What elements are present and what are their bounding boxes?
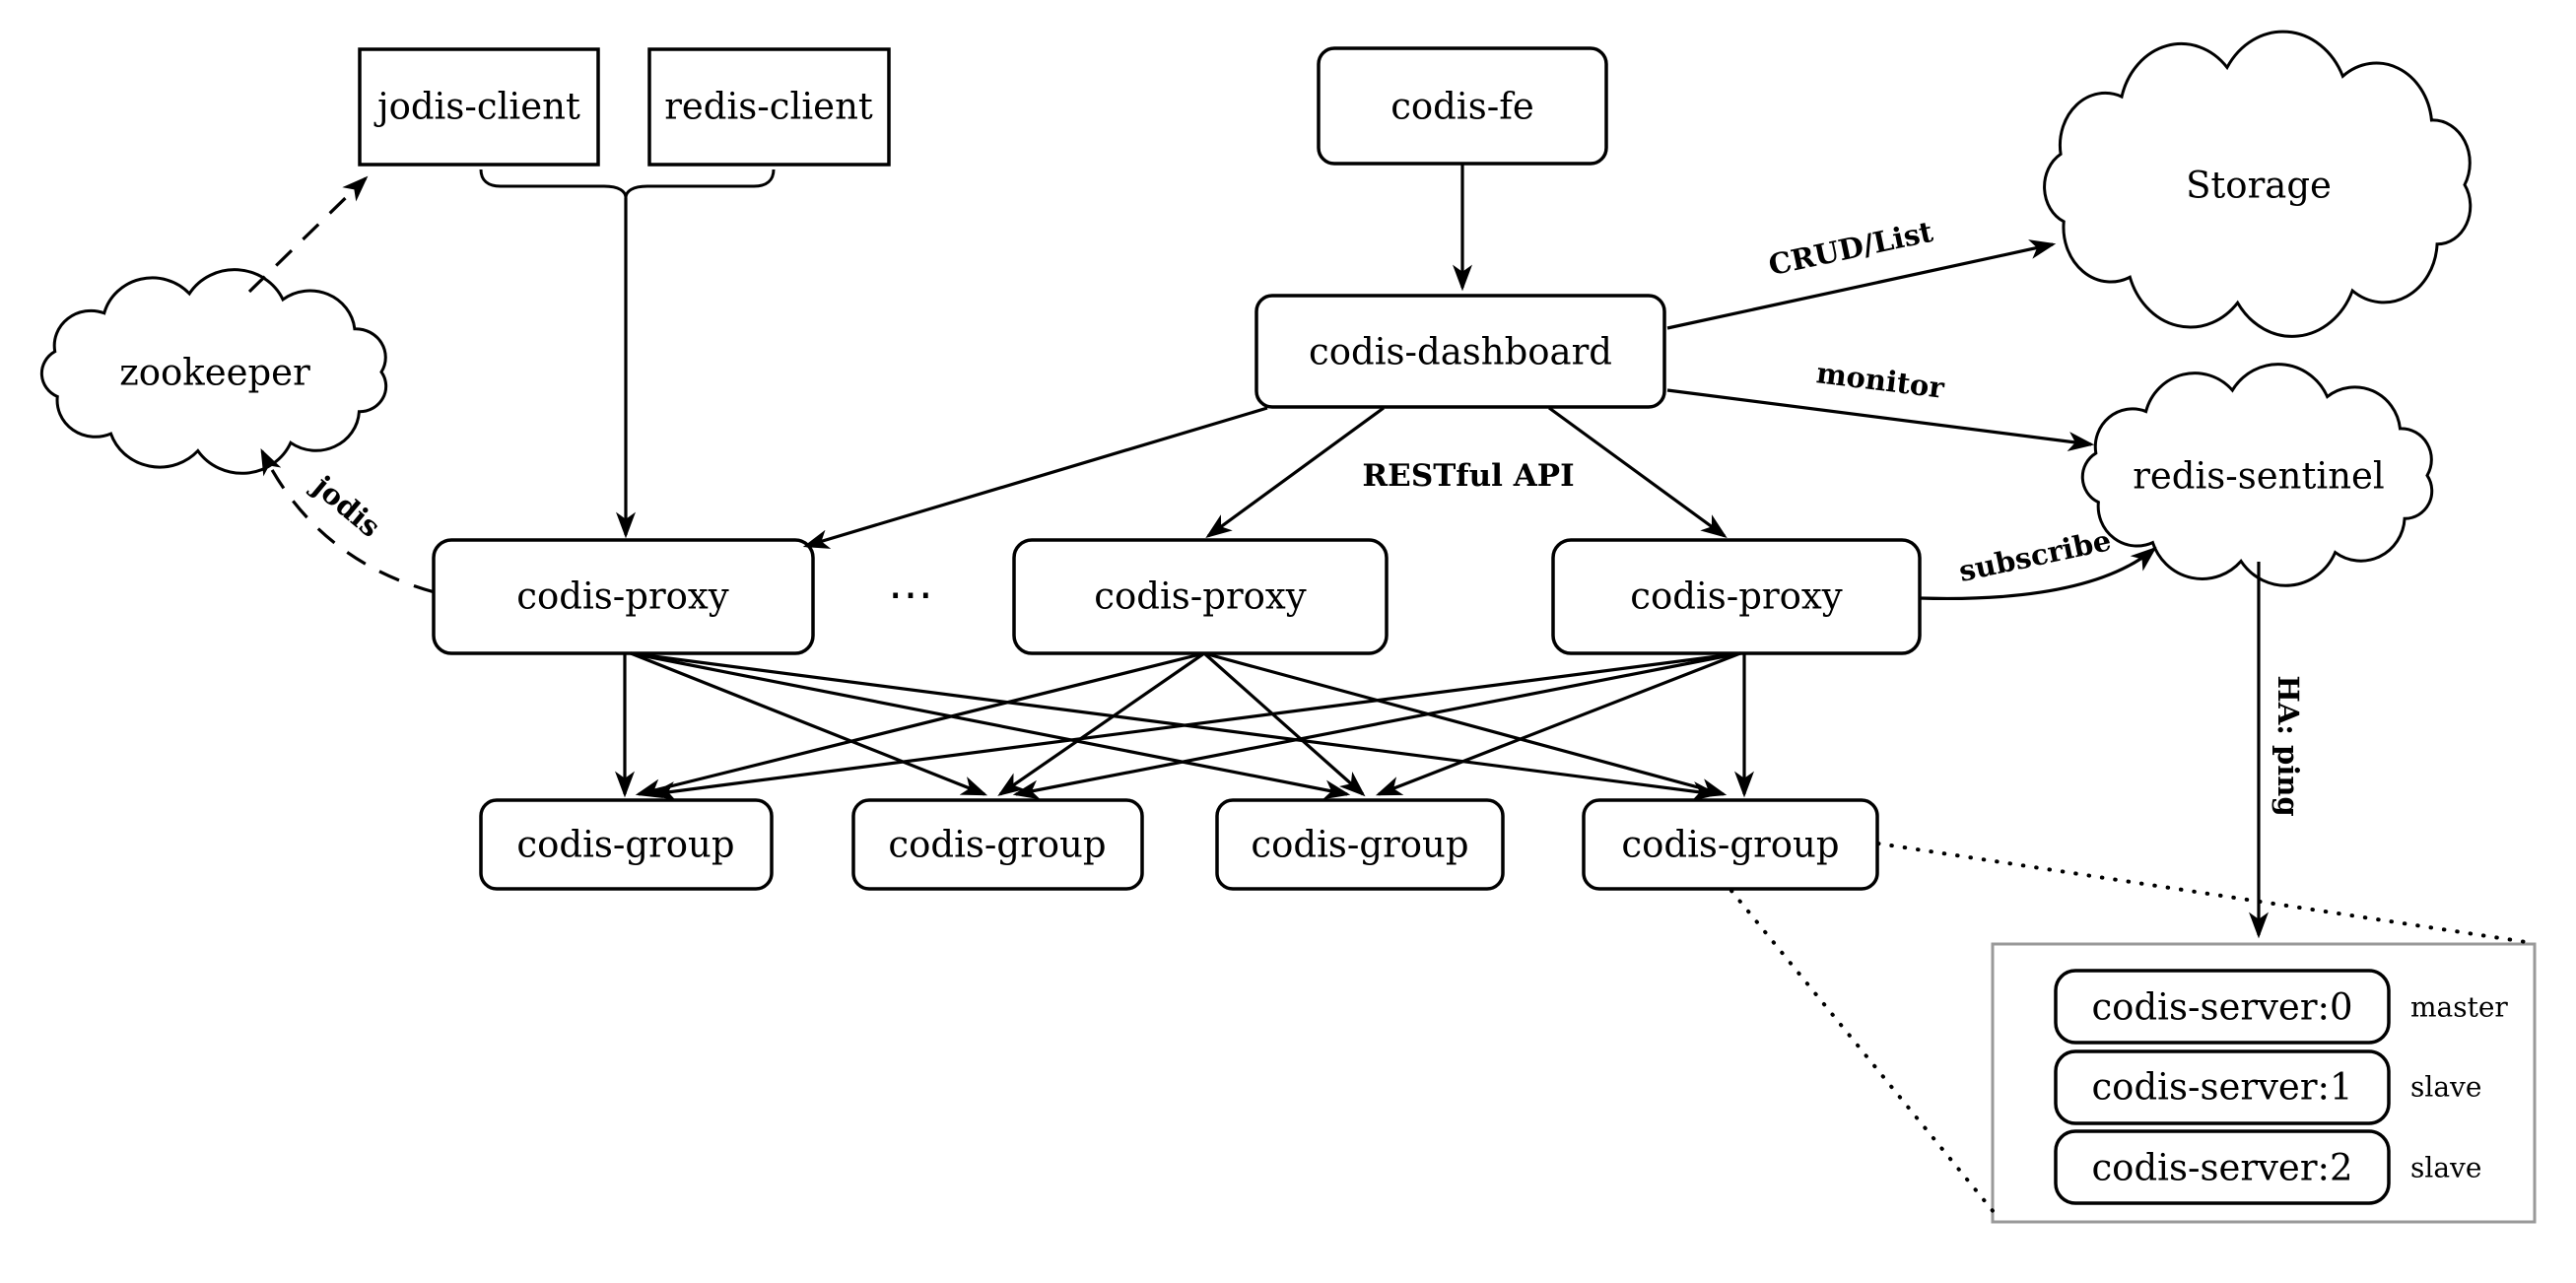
edge-dashboard-to-storage bbox=[1666, 239, 2057, 330]
codis-group-node-1 bbox=[479, 798, 774, 891]
clients-brace bbox=[479, 169, 776, 199]
codis-server-1-node bbox=[2054, 1049, 2391, 1125]
codis-server-2-node bbox=[2054, 1129, 2391, 1205]
codis-group-node-3 bbox=[1215, 798, 1505, 891]
redis-sentinel-label: redis-sentinel bbox=[2133, 455, 2385, 498]
ha-ping-edge-label: HA: ping bbox=[2271, 675, 2305, 816]
dotted-group4-container-bottom bbox=[1729, 889, 2000, 1220]
edge-proxy2-group4 bbox=[1203, 651, 1728, 798]
codis-fe-node bbox=[1317, 46, 1608, 166]
restful-api-label: RESTful API bbox=[1362, 458, 1574, 494]
storage-label: Storage bbox=[2186, 165, 2332, 207]
jodis-edge-label: jodis bbox=[305, 467, 386, 544]
codis-group-label-3: codis-group bbox=[1251, 824, 1468, 866]
server-0-role-label: master bbox=[2410, 991, 2508, 1024]
codis-group-label-4: codis-group bbox=[1621, 824, 1839, 866]
edge-proxy3-to-sentinel bbox=[1919, 546, 2157, 600]
redis-client-label: redis-client bbox=[664, 86, 873, 128]
codis-server-1-label: codis-server:1 bbox=[2091, 1066, 2352, 1109]
edge-proxy1-group4 bbox=[630, 651, 1720, 801]
jodis-client-label: jodis-client bbox=[373, 86, 580, 128]
edge-proxy1-group3 bbox=[630, 651, 1351, 800]
codis-group-label-2: codis-group bbox=[888, 824, 1106, 866]
edge-dashboard-to-sentinel bbox=[1666, 388, 2095, 451]
edge-dashboard-to-proxy3 bbox=[1548, 406, 1728, 538]
codis-dashboard-node bbox=[1254, 294, 1666, 409]
edge-proxy2-group3 bbox=[1202, 651, 1366, 797]
codis-proxy-label-1: codis-proxy bbox=[516, 575, 729, 618]
jodis-client-node bbox=[358, 47, 600, 167]
edge-proxy2-group1 bbox=[635, 651, 1205, 799]
codis-group-label-1: codis-group bbox=[516, 824, 734, 866]
codis-proxy-label-3: codis-proxy bbox=[1630, 575, 1843, 618]
monitor-edge-label: monitor bbox=[1814, 356, 1946, 405]
server-2-role-label: slave bbox=[2410, 1152, 2481, 1184]
subscribe-edge-label: subscribe bbox=[1956, 523, 2114, 588]
codis-server-2-label: codis-server:2 bbox=[2091, 1147, 2352, 1189]
edge-dashboard-to-proxy2 bbox=[1205, 406, 1385, 538]
edge-proxy2-group2 bbox=[997, 651, 1205, 796]
redis-client-node bbox=[647, 47, 891, 167]
dotted-group4-container-top bbox=[1876, 842, 2535, 945]
edge-proxy1-to-zookeeper bbox=[260, 448, 436, 594]
proxy-ellipsis: ⋯ bbox=[888, 568, 939, 621]
codis-dashboard-label: codis-dashboard bbox=[1309, 331, 1612, 373]
codis-fe-label: codis-fe bbox=[1390, 86, 1534, 128]
codis-server-0-node bbox=[2054, 969, 2391, 1045]
codis-server-0-label: codis-server:0 bbox=[2091, 986, 2352, 1029]
edge-proxy3-group1 bbox=[648, 651, 1741, 801]
edge-proxy3-group2 bbox=[1012, 651, 1741, 800]
codis-group-node-2 bbox=[851, 798, 1144, 891]
codis-proxy-label-2: codis-proxy bbox=[1094, 575, 1307, 618]
edge-zookeeper-to-jodis-client bbox=[247, 175, 369, 294]
edge-proxy3-group3 bbox=[1375, 651, 1741, 796]
server-1-role-label: slave bbox=[2410, 1071, 2481, 1104]
edge-dashboard-to-proxy1 bbox=[802, 406, 1268, 549]
crud-list-edge-label: CRUD/List bbox=[1766, 215, 1936, 283]
edge-proxy1-group2 bbox=[630, 651, 988, 796]
zookeeper-label: zookeeper bbox=[119, 352, 310, 394]
